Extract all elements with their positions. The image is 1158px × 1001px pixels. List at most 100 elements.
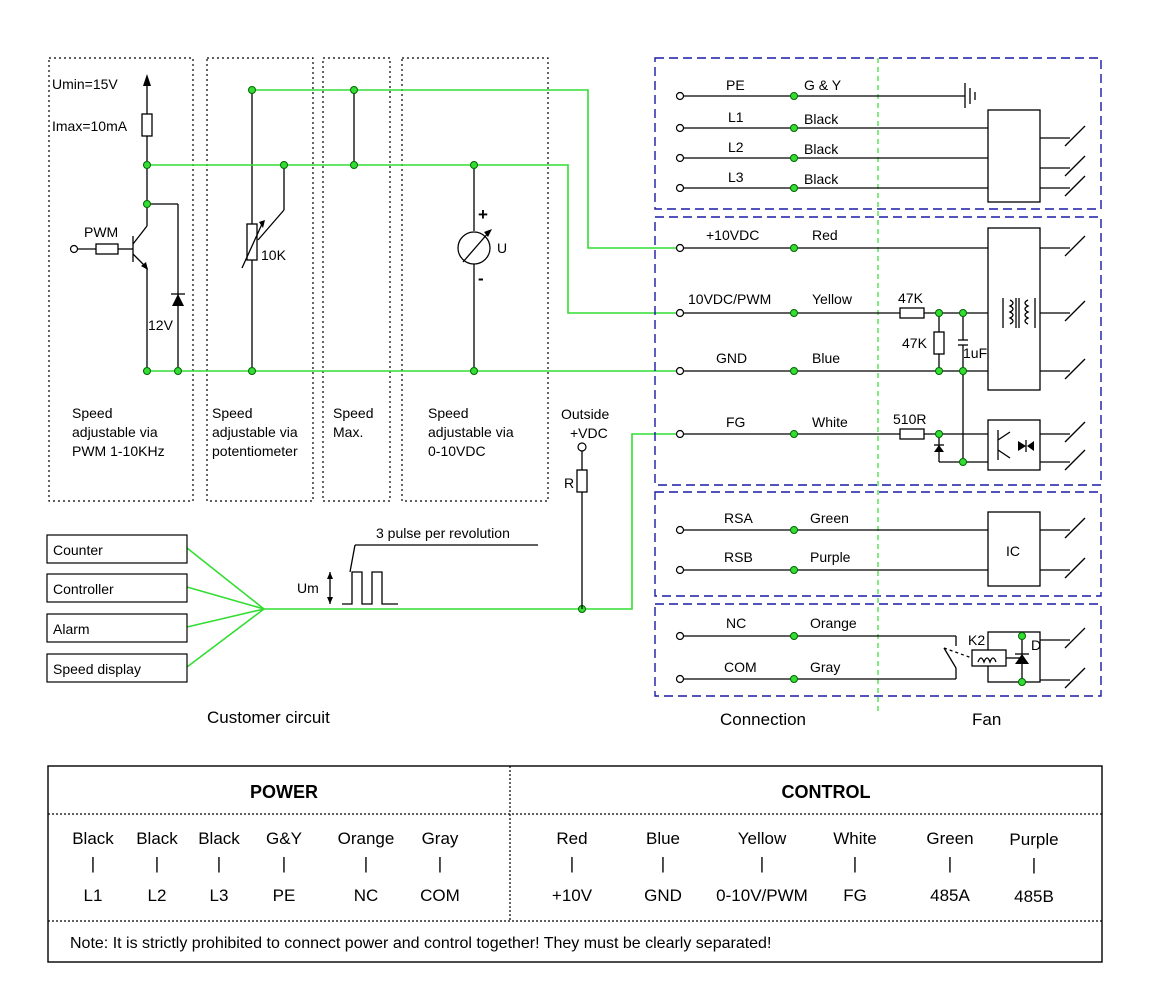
wire-color-table — [47, 765, 1103, 963]
pwm-circuit — [69, 74, 185, 371]
control-bar-3: | — [760, 854, 764, 873]
resistor-47k-series: 47K — [898, 290, 924, 306]
meter-label: U — [497, 240, 507, 256]
pot-value-label: 10K — [261, 247, 287, 263]
control-bar-6: | — [1032, 855, 1036, 874]
control-header: CONTROL — [782, 782, 871, 802]
imax-label: Imax=10mA — [52, 118, 128, 134]
col-l3: Black — [804, 171, 839, 187]
customer-devices — [46, 534, 188, 683]
alarm-box — [46, 613, 188, 643]
col-gnd: Blue — [812, 350, 840, 366]
relay-coil — [971, 649, 1007, 667]
control-label-6: 485B — [1014, 887, 1054, 906]
device-controller: Controller — [53, 581, 114, 597]
power-label-5: NC — [354, 886, 379, 905]
fan-components — [943, 109, 1041, 683]
control-label-5: 485A — [930, 886, 970, 905]
fan-driver-box — [987, 227, 1041, 391]
fan-caption: Fan — [972, 710, 1001, 729]
sig-l1: L1 — [728, 109, 744, 125]
pwm-desc-3: PWM 1-10KHz — [72, 443, 165, 459]
control-color-4: White — [833, 829, 876, 848]
control-color-5: Green — [926, 829, 973, 848]
power-color-5: Orange — [338, 829, 395, 848]
control-columns: Red | +10V Blue | GND Yellow | 0-10V/PWM… — [552, 829, 1059, 906]
pot-desc-3: potentiometer — [212, 443, 298, 459]
voltmeter — [457, 165, 492, 371]
sig-rsb: RSB — [724, 549, 753, 565]
col-rsb: Purple — [810, 549, 851, 565]
device-speed-display: Speed display — [53, 661, 141, 677]
power-color-2: Black — [136, 829, 178, 848]
control-color-1: Red — [556, 829, 587, 848]
capacitor-1uf: 1uF — [963, 345, 987, 361]
col-rsa: Green — [810, 510, 849, 526]
power-bar-5: | — [364, 854, 368, 873]
outside-label: Outside — [561, 406, 609, 422]
connection-caption: Connection — [720, 710, 806, 729]
col-fg: White — [812, 414, 848, 430]
pwm-desc-1: Speed — [72, 405, 112, 421]
sig-rsa: RSA — [724, 510, 753, 526]
device-alarm: Alarm — [53, 621, 90, 637]
power-label-1: L1 — [84, 886, 103, 905]
col-pe: G & Y — [804, 77, 842, 93]
sig-nc: NC — [726, 615, 746, 631]
power-label-3: L3 — [210, 886, 229, 905]
umin-label: Umin=15V — [52, 76, 118, 92]
power-color-3: Black — [198, 829, 240, 848]
connection-terminals — [675, 91, 685, 684]
power-bar-3: | — [217, 854, 221, 873]
connection-nodes — [790, 92, 1026, 686]
control-bus — [147, 89, 680, 668]
resistor-510r: 510R — [893, 411, 926, 427]
ic-box — [987, 511, 1041, 587]
fan-output-leads — [1040, 125, 1086, 689]
power-bar-2: | — [155, 854, 159, 873]
control-bar-1: | — [570, 854, 574, 873]
sig-fg: FG — [726, 414, 745, 430]
pull-up-resistor — [576, 442, 588, 609]
potentiometer-section-box — [206, 57, 314, 502]
col-l2: Black — [804, 141, 839, 157]
meter-minus: - — [478, 269, 484, 288]
volt-desc-1: Speed — [428, 405, 468, 421]
d-label: D — [1031, 637, 1041, 653]
max-desc-2: Max. — [333, 424, 363, 440]
table-note: Note: It is strictly prohibited to conne… — [70, 935, 771, 952]
pwm-section-box — [48, 57, 194, 502]
junction-nodes — [143, 86, 586, 613]
fan-motor-box — [987, 109, 1041, 203]
power-color-6: Gray — [422, 829, 459, 848]
power-bar-4: | — [282, 854, 286, 873]
col-10vdc: Red — [812, 227, 838, 243]
power-header: POWER — [250, 782, 318, 802]
sig-l2: L2 — [728, 139, 744, 155]
power-columns: Black | L1 Black | L2 Black | L3 G&Y | P… — [72, 829, 460, 905]
um-label: Um — [297, 580, 319, 596]
control-color-6: Purple — [1009, 830, 1058, 849]
control-label-3: 0-10V/PWM — [716, 886, 808, 905]
pulse-waveform — [327, 544, 538, 605]
power-label-6: COM — [420, 886, 460, 905]
r-label: R — [564, 475, 574, 491]
k2-label: K2 — [968, 632, 985, 648]
power-label-4: PE — [273, 886, 296, 905]
pwm-desc-2: adjustable via — [72, 424, 158, 440]
col-com: Gray — [810, 659, 840, 675]
control-color-2: Blue — [646, 829, 680, 848]
col-nc: Orange — [810, 615, 857, 631]
control-label-2: GND — [644, 886, 682, 905]
pot-desc-2: adjustable via — [212, 424, 298, 440]
ic-label: IC — [1006, 543, 1020, 559]
pulse-label: 3 pulse per revolution — [376, 525, 510, 541]
potentiometer — [241, 90, 285, 371]
counter-box — [46, 534, 188, 564]
voltage-section-box — [401, 57, 549, 502]
sig-pwm: 10VDC/PWM — [688, 291, 771, 307]
pwm-label: PWM — [84, 224, 118, 240]
volt-desc-2: adjustable via — [428, 424, 514, 440]
sig-10vdc: +10VDC — [706, 227, 759, 243]
